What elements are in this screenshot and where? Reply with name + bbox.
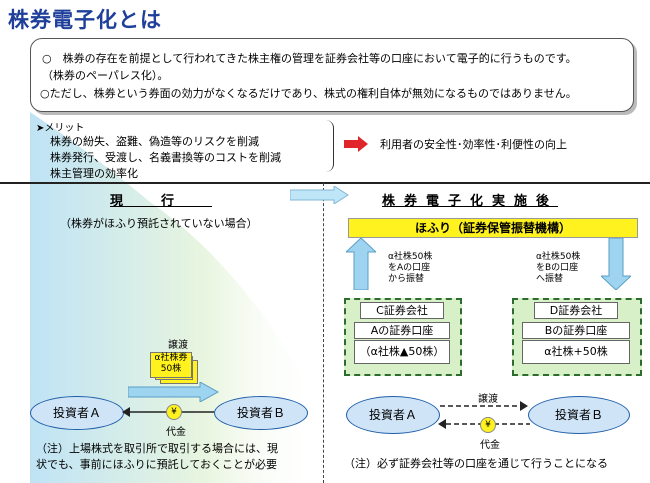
current-transfer-label: 譲渡	[168, 340, 188, 351]
after-footnote: （注）必ず証券会社等の口座を通じて行うことになる	[344, 457, 608, 470]
company-c-name: C証券会社	[360, 302, 444, 319]
intro-line-3: ○ただし、株券という券面の効力がなくなるだけであり、株式の権利自体が無効になるも…	[40, 87, 577, 100]
section-divider	[0, 182, 650, 184]
account-b-holding: α社株+50株	[522, 340, 630, 364]
investor-a-after: 投資者Ａ	[346, 396, 440, 434]
merit-label: ➤メリット	[36, 123, 85, 134]
merit-arrow-icon: ➤	[36, 123, 45, 134]
after-money-label: 代金	[480, 440, 500, 451]
intro-box	[30, 38, 634, 112]
transfer-dashed-arrow-icon	[440, 401, 528, 411]
intro-line-1: ○ 株券の存在を前提として行われてきた株主権の管理を証券会社等の口座において電子…	[42, 52, 577, 65]
yen-coin-icon: ¥	[480, 417, 496, 433]
current-background	[30, 112, 322, 483]
merit-item: 株主管理の効率化	[50, 167, 138, 180]
jasdec-box: ほふり（証券保管振替機構）	[348, 218, 638, 238]
current-money-label: 代金	[166, 427, 186, 438]
investor-b-after: 投資者Ｂ	[528, 396, 630, 434]
after-transfer-label: 譲渡	[478, 394, 498, 405]
investor-b-current: 投資者Ｂ	[214, 396, 308, 430]
transfer-note-right: α社株50株 をBの口座 へ振替	[536, 252, 581, 284]
account-b-header: Bの証券口座	[522, 322, 630, 339]
vertical-divider	[323, 183, 324, 483]
transition-arrow-icon	[290, 186, 349, 204]
red-arrow-icon	[344, 136, 368, 152]
current-subnote: （株券がほふり預託されていない場合）	[60, 217, 258, 230]
current-footnote-2: 状でも、事前にほふりに預託しておくことが必要	[36, 458, 278, 471]
heading-current: 現行	[110, 194, 213, 209]
heading-after: 株券電子化実施後	[382, 194, 559, 209]
company-d-name: D証券会社	[534, 302, 618, 319]
intro-line-2: （株券のペーパレス化）。	[42, 69, 169, 82]
account-a-header: Aの証券口座	[354, 322, 450, 339]
account-a-holding: （α社株▲50株）	[354, 340, 450, 364]
investor-a-current: 投資者Ａ	[30, 396, 124, 430]
merit-bracket	[325, 120, 334, 172]
stock-certificate: α社株券 50株	[150, 352, 192, 378]
down-arrow-icon	[601, 238, 631, 290]
merit-item: 株券発行、受渡し、名義書換等のコストを削減	[50, 151, 281, 164]
page-title: 株券電子化とは	[8, 8, 162, 32]
up-arrow-icon	[346, 238, 376, 290]
current-footnote-1: （注）上場株式を取引所で取引する場合には、現	[36, 442, 278, 455]
merit-item: 株券の紛失、盗難、偽造等のリスクを削減	[50, 135, 259, 148]
merit-effect: 利用者の安全性･効率性･利便性の向上	[380, 138, 567, 151]
yen-coin-icon: ¥	[166, 404, 182, 420]
transfer-note-left: α社株50株 をAの口座 から振替	[388, 252, 433, 284]
certificate-flow-arrow-icon	[128, 382, 220, 402]
